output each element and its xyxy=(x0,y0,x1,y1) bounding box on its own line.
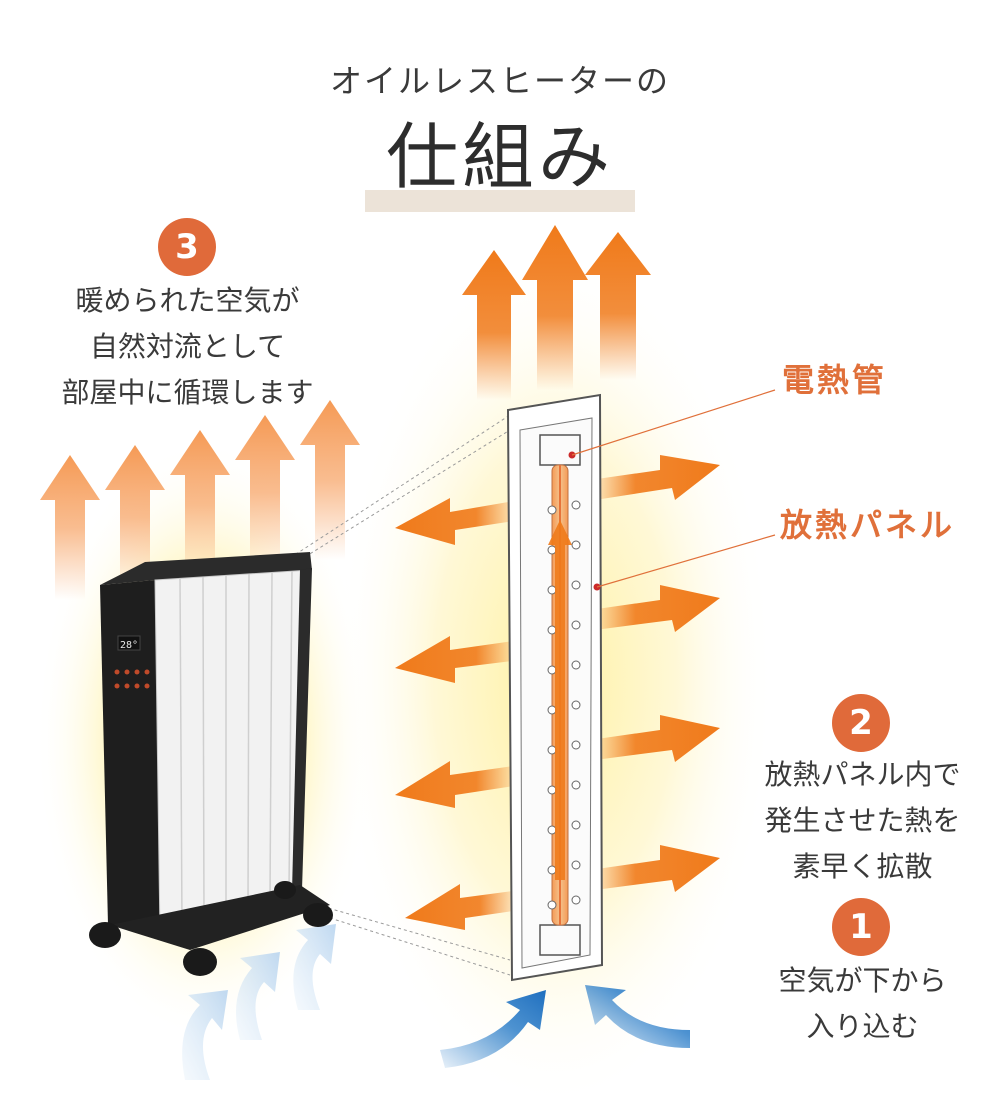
page-subtitle: オイルレスヒーターの xyxy=(329,62,670,100)
heating-tube-label: 電熱管 xyxy=(782,361,888,399)
cool-air-arrows-light xyxy=(182,924,336,1080)
hot-air-arrow xyxy=(522,225,588,390)
connector-lines xyxy=(209,414,511,976)
warm-air-arrow xyxy=(105,445,165,590)
heater-fin-lines xyxy=(179,570,293,928)
cool-air-arrow xyxy=(236,952,280,1040)
step-2-badge: 2 xyxy=(832,694,890,752)
step-2-caption: 放熱パネル内で 発生させた熱を 素早く拡散 xyxy=(764,758,961,883)
warm-air-arrows-left xyxy=(40,400,360,600)
hot-air-arrow xyxy=(462,250,526,400)
oil-heater: 28° xyxy=(89,552,333,976)
heater-base xyxy=(110,885,330,950)
hot-air-arrows-up xyxy=(462,225,651,400)
heating-tube-leader xyxy=(571,389,776,456)
panel-leader xyxy=(596,534,776,588)
heater-right-edge xyxy=(292,568,312,892)
radiator-panel-label: 放熱パネル xyxy=(780,506,956,544)
heater-control-panel xyxy=(100,580,160,935)
heat-arrow-right xyxy=(590,585,720,632)
heat-arrow-right xyxy=(590,845,720,892)
cool-air-arrow-left xyxy=(440,990,546,1068)
heat-arrow-left xyxy=(405,884,520,930)
heater-fins xyxy=(154,569,311,936)
heat-arrow-left xyxy=(395,636,520,683)
heater-casters xyxy=(89,881,333,976)
step-3-badge: 3 xyxy=(158,218,216,276)
cool-air-arrow-right xyxy=(585,985,690,1048)
radiator-panel xyxy=(506,393,604,982)
step-1-caption: 空気が下から 入り込む xyxy=(778,964,947,1043)
heater-temperature: 28° xyxy=(120,640,138,651)
heat-arrow-left xyxy=(395,498,520,545)
title-block: 仕組み xyxy=(365,112,635,212)
warm-air-arrow xyxy=(170,430,230,580)
warm-air-arrow xyxy=(235,415,295,570)
cool-air-arrow xyxy=(182,990,228,1080)
panel-holes xyxy=(547,500,581,910)
cool-air-arrows-strong xyxy=(440,985,690,1068)
warm-air-arrow xyxy=(40,455,100,600)
heat-arrow-right xyxy=(590,455,720,500)
cool-air-arrow xyxy=(293,924,336,1010)
step-3-caption: 暖められた空気が 自然対流として 部屋中に循環します xyxy=(61,284,314,409)
hot-air-arrow xyxy=(585,232,651,380)
panel-inner-arrow xyxy=(548,520,572,880)
page-title: 仕組み xyxy=(385,115,614,199)
heat-arrow-left xyxy=(395,761,520,808)
heat-spread-arrows xyxy=(395,455,720,930)
title-underline xyxy=(365,190,635,212)
heater-display xyxy=(117,635,141,651)
heater-top xyxy=(100,552,312,585)
heat-arrow-right xyxy=(590,715,720,762)
step-1-badge: 1 xyxy=(832,898,890,956)
warm-air-arrow xyxy=(300,400,360,560)
heater-buttons xyxy=(114,669,150,689)
